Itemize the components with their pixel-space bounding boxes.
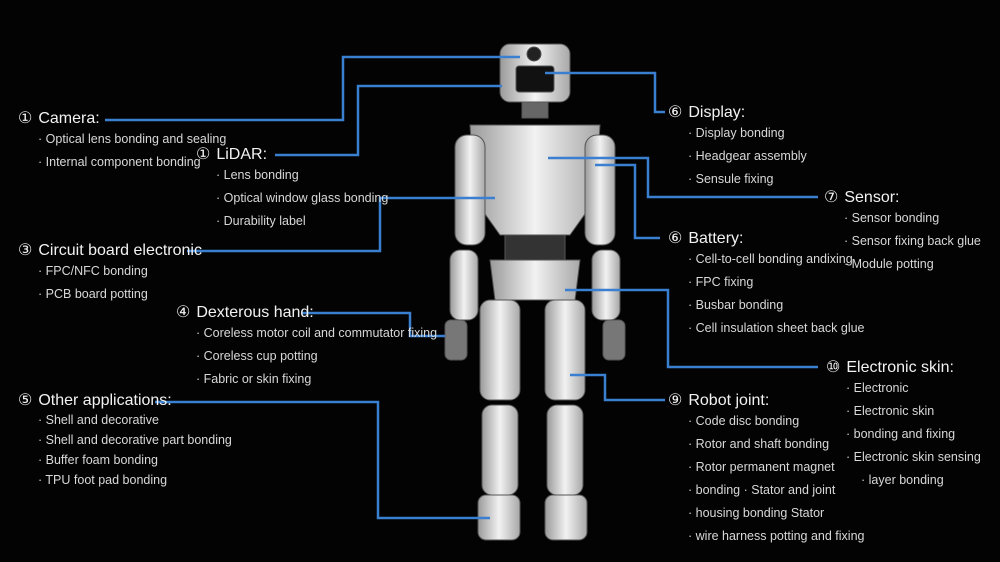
- sensor-leader-line: [548, 156, 818, 199]
- callout-title: LiDAR:: [216, 146, 268, 163]
- callout-item: bonding · Stator and joint: [668, 479, 865, 502]
- callout-item: Electronic skin sensing: [826, 446, 981, 469]
- callout-number: ⑥: [668, 104, 683, 121]
- display-leader-line: [545, 71, 665, 114]
- callout-title: Battery:: [688, 230, 744, 247]
- callout-title: Robot joint:: [688, 392, 770, 409]
- joint-leader-line: [570, 373, 665, 402]
- callout-display: ⑥ Display: Display bonding Headgear assem…: [668, 102, 807, 191]
- callout-dexterous-hand: ④ Dexterous hand: Coreless motor coil and…: [176, 302, 437, 391]
- callout-camera: ① Camera: Optical lens bonding and sealin…: [18, 108, 226, 174]
- callout-item: Durability label: [196, 210, 388, 233]
- callout-item: bonding and fixing: [826, 423, 981, 446]
- robot-left-leg: [479, 299, 521, 401]
- callout-item: Coreless motor coil and commutator fixin…: [176, 322, 437, 345]
- callout-item: Rotor and shaft bonding: [668, 433, 865, 456]
- lidar-leader-line: [275, 84, 502, 157]
- callout-item: Busbar bonding: [668, 294, 865, 317]
- callout-number: ⑤: [18, 392, 33, 409]
- callout-item: Headgear assembly: [668, 145, 807, 168]
- callout-item: layer bonding: [826, 469, 981, 492]
- callout-item: Electronic skin: [826, 400, 981, 423]
- callout-item: FPC fixing: [668, 271, 865, 294]
- callout-item: Optical lens bonding and sealing: [18, 128, 227, 151]
- callout-item: Rotor permanent magnet: [668, 456, 865, 479]
- callout-item: Sensule fixing: [668, 168, 807, 191]
- camera-leader-line: [105, 55, 520, 122]
- callout-item: Optical window glass bonding: [196, 187, 389, 210]
- callout-number: ⑥: [668, 230, 683, 247]
- callout-item: Electronic: [826, 377, 981, 400]
- callout-title: Dexterous hand:: [196, 304, 314, 321]
- callout-item: Cell insulation sheet back glue: [668, 317, 865, 340]
- callout-number: ⑨: [668, 392, 683, 409]
- callout-item: Internal component bonding: [18, 151, 226, 174]
- callout-item: Sensor bonding: [824, 207, 981, 230]
- callout-item: Sensor fixing back glue: [824, 230, 981, 253]
- callout-robot-joint: ⑨ Robot joint: Code disc bonding Rotor an…: [668, 390, 865, 548]
- robot-left-arm: [454, 134, 486, 246]
- callout-item: Coreless cup potting: [176, 345, 437, 368]
- callout-title: Electronic skin:: [846, 359, 954, 376]
- callout-title: Sensor:: [844, 189, 900, 206]
- callout-item: Lens bonding: [196, 164, 388, 187]
- callout-item: Code disc bonding: [668, 410, 865, 433]
- callout-item: Shell and decorative part bonding: [18, 430, 232, 450]
- battery-leader-line: [595, 163, 660, 240]
- callout-title: Circuit board electronic: [38, 242, 202, 259]
- callout-item: Cell-to-cell bonding andixing: [668, 248, 865, 271]
- robot-right-arm: [584, 134, 616, 246]
- callout-item: FPC/NFC bonding: [18, 260, 202, 283]
- callout-number: ④: [176, 304, 191, 321]
- callout-electronic-skin: ⑩ Electronic skin: Electronic Electronic …: [826, 357, 981, 492]
- callout-item: Module potting: [824, 253, 981, 276]
- callout-number: ③: [18, 242, 33, 259]
- callout-title: Display:: [688, 104, 746, 121]
- callout-item: Fabric or skin fixing: [176, 368, 437, 391]
- callout-item: housing bonding Stator: [668, 502, 865, 525]
- callout-item: Display bonding: [668, 122, 807, 145]
- callout-number: ①: [18, 110, 33, 127]
- callout-lidar: ① LiDAR: Lens bonding Optical window glas…: [196, 144, 388, 233]
- callout-number: ①: [196, 146, 211, 163]
- callout-other-applications: ⑤ Other applications: Shell and decorativ…: [18, 390, 232, 490]
- callout-title: Other applications:: [38, 392, 172, 409]
- callout-item: TPU foot pad bonding: [18, 470, 232, 490]
- callout-number: ⑦: [824, 189, 839, 206]
- callout-item: Buffer foam bonding: [18, 450, 232, 470]
- callout-number: ⑩: [826, 359, 841, 376]
- other-leader-line: [155, 400, 490, 520]
- callout-item: Shell and decorative: [18, 410, 232, 430]
- callout-item: PCB board potting: [18, 283, 202, 306]
- callout-sensor: ⑦ Sensor: Sensor bonding Sensor fixing ba…: [824, 187, 981, 276]
- callout-title: Camera:: [38, 110, 100, 127]
- callout-item: wire harness potting and fixing: [668, 525, 865, 548]
- callout-circuit-board: ③ Circuit board electronic FPC/NFC bondin…: [18, 240, 202, 306]
